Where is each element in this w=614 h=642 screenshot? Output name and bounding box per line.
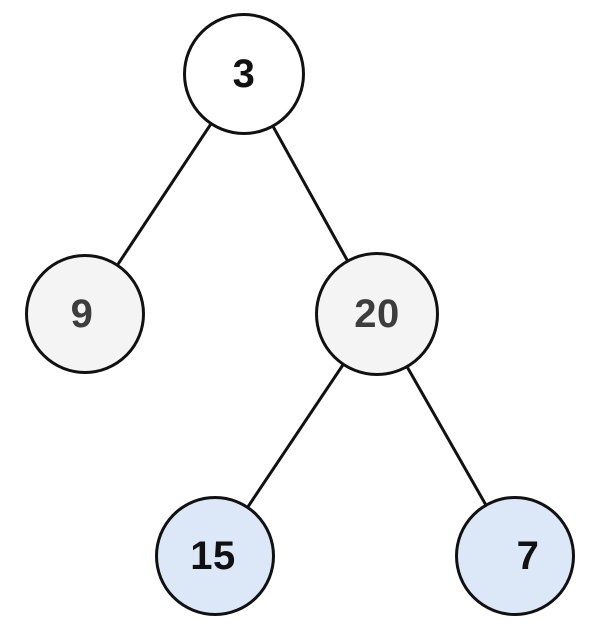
tree-node-15[interactable]: 15: [155, 496, 275, 616]
tree-node-label: 3: [232, 52, 256, 96]
tree-node-9[interactable]: 9: [25, 254, 145, 374]
edge-right-left: [245, 362, 346, 510]
tree-node-label: 15: [190, 534, 236, 578]
edge-root-right: [271, 124, 350, 264]
tree-node-7[interactable]: 7: [455, 496, 575, 616]
tree-node-label: 7: [516, 534, 540, 578]
tree-node-3[interactable]: 3: [183, 13, 305, 135]
edge-root-left: [115, 121, 213, 268]
tree-node-20[interactable]: 20: [315, 252, 439, 376]
tree-node-label: 9: [70, 292, 94, 336]
edge-right-right: [405, 364, 488, 508]
tree-node-label: 20: [354, 292, 400, 336]
